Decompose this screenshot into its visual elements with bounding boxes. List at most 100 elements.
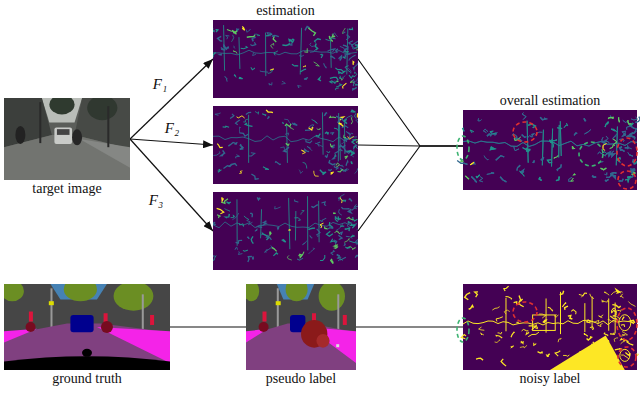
response-streak [268, 116, 270, 118]
response-streak [281, 81, 285, 84]
response-streak [282, 239, 286, 242]
response-streak [324, 63, 327, 68]
response-streak [349, 43, 352, 45]
response-streak [236, 155, 240, 159]
dashed-highlight [457, 136, 469, 160]
picture-body [4, 98, 130, 180]
response-streak [526, 332, 529, 335]
dashed-highlight [457, 318, 469, 342]
panel-caption: target image [0, 181, 160, 197]
photo-pole [39, 102, 41, 143]
response-streak [631, 136, 635, 139]
response-streak [287, 255, 291, 260]
response-streak [617, 309, 621, 311]
panel-caption: pseudo label [216, 371, 386, 387]
response-streak [351, 117, 352, 124]
response-streak [348, 209, 351, 213]
response-streak [610, 145, 615, 149]
response-streak [353, 146, 357, 149]
response-streak [251, 236, 253, 243]
response-streak [266, 110, 273, 113]
response-streak [231, 215, 236, 218]
response-streak [344, 243, 346, 246]
response-streak [239, 133, 248, 136]
response-streak [517, 165, 520, 170]
response-streak [611, 154, 615, 157]
response-streak [297, 258, 303, 260]
seg-vegetation [286, 284, 308, 301]
response-streak [608, 319, 614, 322]
response-streak [352, 81, 355, 86]
response-streak [487, 133, 492, 137]
response-streak [334, 240, 337, 244]
response-streak [225, 76, 228, 81]
response-streak [465, 176, 469, 179]
response-streak [353, 217, 358, 221]
response-streak [228, 142, 237, 146]
response-streak [610, 333, 614, 335]
response-streak [233, 51, 237, 54]
response-streak [337, 255, 340, 258]
response-streak [269, 82, 272, 85]
response-streak [232, 213, 238, 220]
response-streak [272, 248, 277, 252]
response-streak [252, 257, 253, 259]
response-streak [463, 128, 465, 131]
response-streak [520, 345, 527, 348]
panel-picture [4, 284, 170, 370]
response-streak [298, 85, 302, 88]
response-streak [541, 157, 544, 160]
response-streak [277, 227, 279, 229]
response-streak [217, 215, 221, 219]
response-streak [496, 156, 505, 161]
response-streak [333, 156, 337, 159]
response-streak [628, 152, 633, 156]
response-streak [310, 235, 312, 238]
response-streak [523, 148, 531, 152]
noise-edge [463, 320, 633, 325]
response-streak [584, 130, 590, 134]
response-streak [621, 149, 625, 151]
panel-picture [213, 192, 358, 270]
response-streak [619, 179, 624, 182]
response-streak [592, 176, 596, 178]
response-streak [517, 322, 519, 323]
response-streak [262, 114, 266, 116]
picture-body [463, 110, 637, 190]
response-streak [329, 160, 336, 165]
response-streak [308, 28, 315, 36]
response-streak [514, 146, 519, 150]
response-streak [310, 50, 315, 53]
response-streak [247, 35, 255, 37]
response-streak [236, 240, 243, 243]
response-streak [496, 156, 505, 161]
response-streak [569, 177, 573, 181]
response-streak [625, 146, 628, 149]
response-streak [528, 332, 539, 337]
panel-label: target image [32, 181, 101, 196]
response-streak [628, 133, 633, 137]
response-streak [226, 35, 230, 39]
response-streak [543, 320, 546, 323]
response-streak [465, 176, 469, 179]
response-streak [336, 116, 342, 120]
response-streak [343, 32, 345, 33]
panel-caption: noisy label [433, 371, 640, 387]
pole-streak [289, 198, 290, 249]
arrow-line [130, 59, 213, 139]
response-streak [599, 315, 604, 318]
response-streak [590, 294, 594, 299]
response-streak [262, 233, 269, 240]
response-streak [326, 231, 332, 236]
response-streak [311, 205, 318, 208]
response-streak [481, 333, 484, 335]
seg-person [29, 312, 33, 322]
pole-streak [552, 129, 553, 167]
response-streak [478, 118, 482, 121]
response-streak [290, 42, 292, 45]
response-streak [601, 168, 607, 170]
pole-streak [265, 33, 266, 77]
response-streak [295, 200, 299, 202]
response-streak [587, 337, 592, 340]
panel-label: ground truth [52, 371, 122, 386]
